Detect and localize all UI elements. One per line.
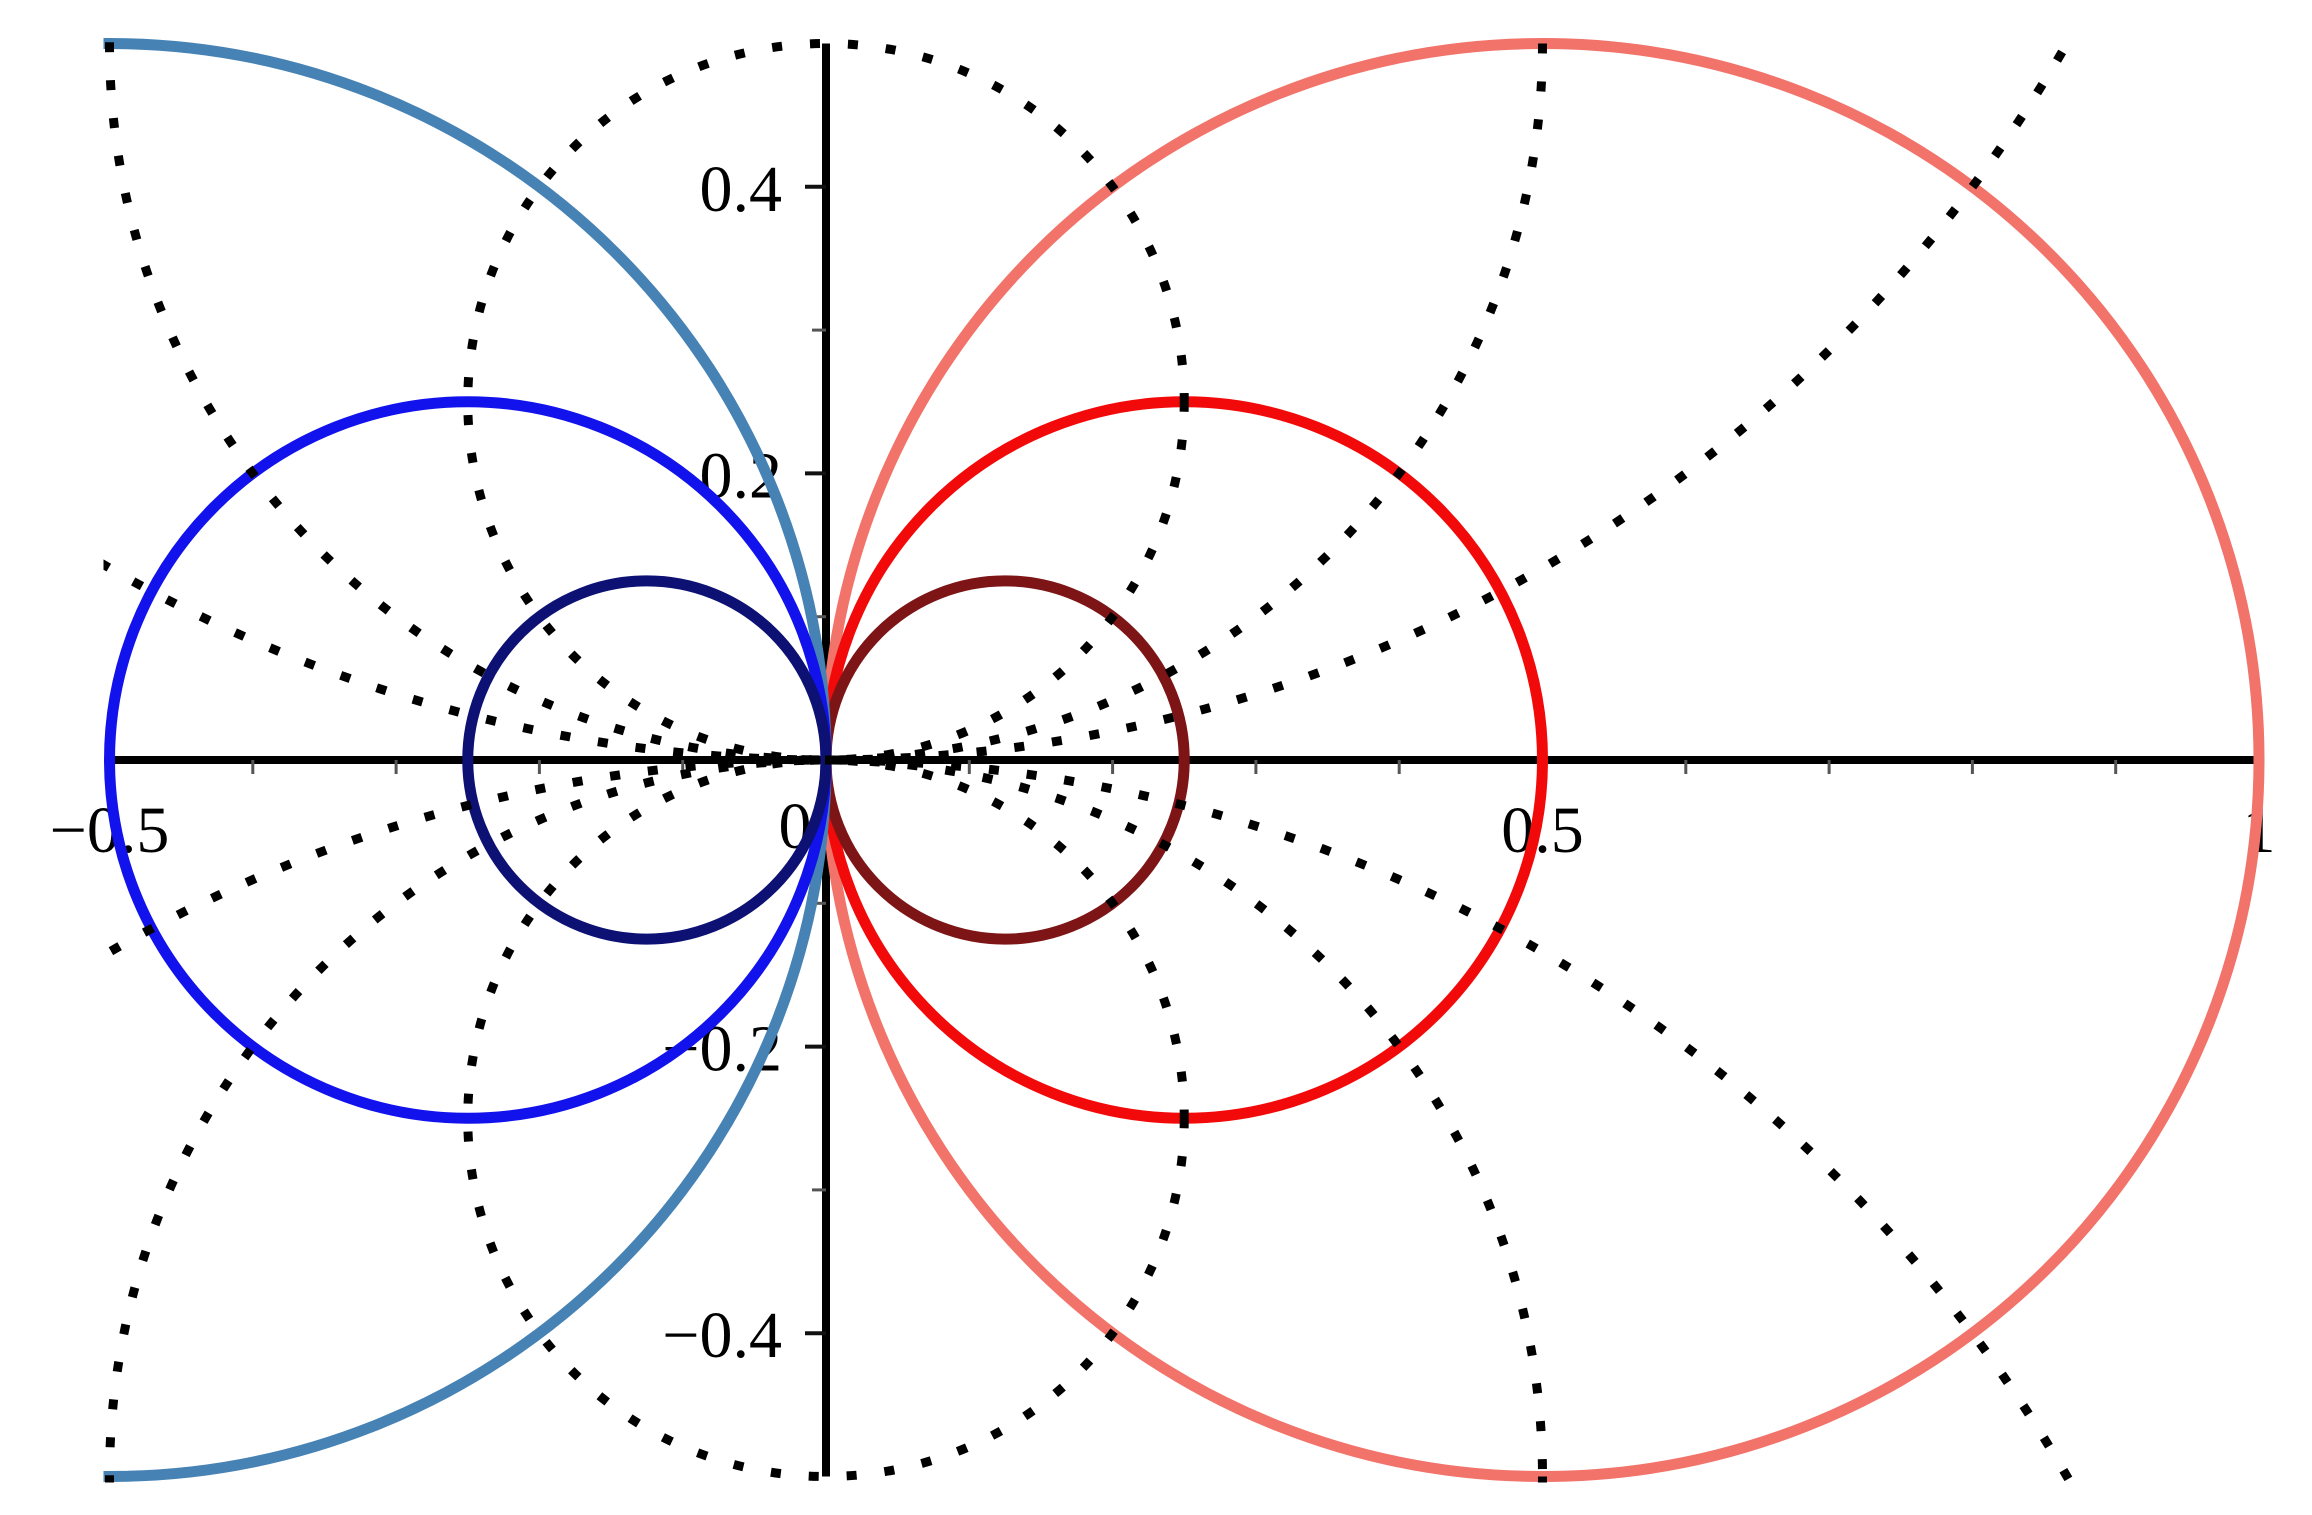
y-axis-tick-label: 0.4 xyxy=(700,153,783,226)
dotted-circle-11 xyxy=(103,755,2076,1483)
dotted-circle-10 xyxy=(105,755,1547,1483)
y-axis-tick-label: −0.4 xyxy=(662,1299,782,1372)
dotted-circle-8 xyxy=(103,37,2076,765)
dotted-circle-7 xyxy=(105,37,1547,765)
dotted-circle-9 xyxy=(463,755,1189,1481)
dotted-circle-6 xyxy=(463,39,1189,765)
